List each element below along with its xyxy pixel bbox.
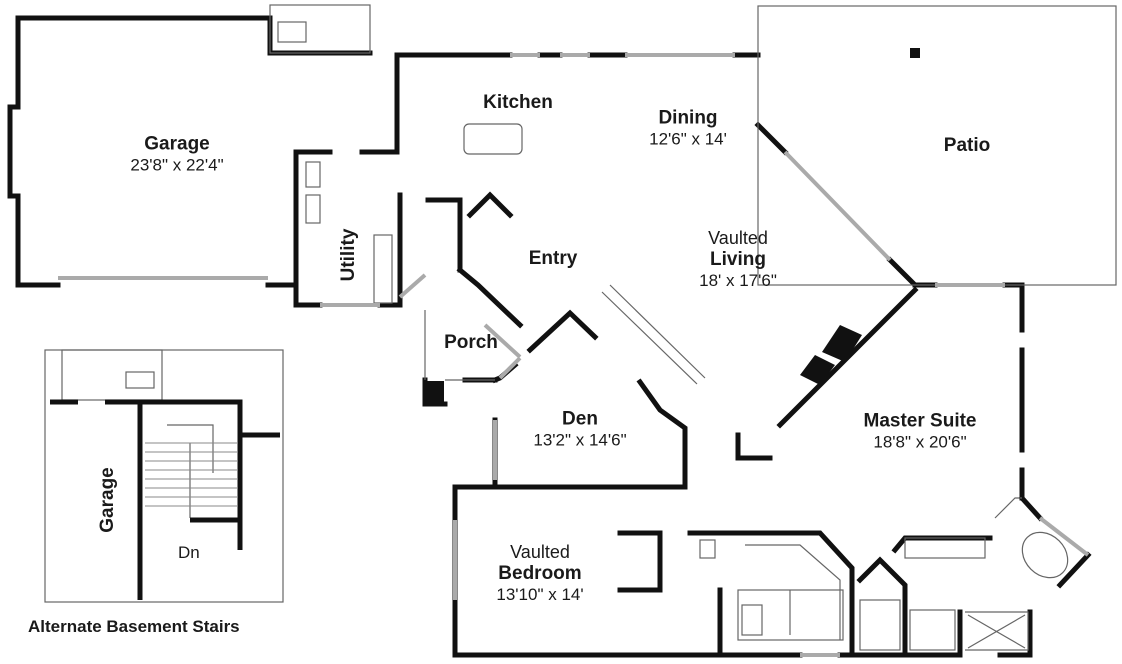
room-dims: 12'6" x 14' bbox=[649, 129, 727, 149]
alternate-stairs-caption: Alternate Basement Stairs bbox=[28, 617, 240, 636]
room-dims: 13'10" x 14' bbox=[496, 584, 584, 604]
room-name: Entry bbox=[528, 248, 578, 270]
room-label-entry: Entry bbox=[529, 248, 578, 270]
room-prefix: Vaulted bbox=[708, 227, 768, 248]
stairs-down-label: Dn bbox=[178, 543, 200, 562]
room-name: Den bbox=[562, 408, 598, 430]
room-name: Porch bbox=[444, 332, 498, 354]
room-label-master-suite: Master Suite 18'8" x 20'6" bbox=[864, 410, 977, 451]
room-prefix: Vaulted bbox=[510, 541, 570, 562]
room-name: Living bbox=[710, 248, 766, 270]
room-name: Patio bbox=[943, 135, 991, 157]
room-dims: 18'8" x 20'6" bbox=[873, 432, 967, 452]
room-label-kitchen: Kitchen bbox=[483, 92, 553, 114]
room-name: Kitchen bbox=[483, 92, 553, 114]
room-label-bedroom: Vaulted Bedroom 13'10" x 14' bbox=[496, 542, 583, 604]
room-dims: 13'2" x 14'6" bbox=[533, 430, 627, 450]
room-dims: 18' x 17'6" bbox=[699, 270, 777, 290]
room-label-dining: Dining 12'6" x 14' bbox=[649, 107, 727, 148]
room-name: Utility bbox=[338, 228, 360, 282]
room-label-patio: Patio bbox=[944, 135, 990, 157]
room-name: Garage bbox=[97, 467, 119, 533]
room-label-den: Den 13'2" x 14'6" bbox=[533, 408, 626, 449]
room-name: Master Suite bbox=[863, 410, 977, 432]
room-name: Garage bbox=[144, 133, 210, 155]
room-dims: 23'8" x 22'4" bbox=[130, 155, 224, 175]
room-label-porch: Porch bbox=[444, 332, 498, 354]
room-name: Bedroom bbox=[498, 562, 582, 584]
room-label-alt-garage: Garage bbox=[97, 467, 119, 532]
room-name: Dining bbox=[658, 107, 718, 129]
room-label-living: Vaulted Living 18' x 17'6" bbox=[699, 228, 777, 290]
room-label-garage: Garage 23'8" x 22'4" bbox=[130, 133, 223, 174]
utility-walls bbox=[293, 149, 323, 308]
room-label-utility: Utility bbox=[338, 229, 360, 282]
